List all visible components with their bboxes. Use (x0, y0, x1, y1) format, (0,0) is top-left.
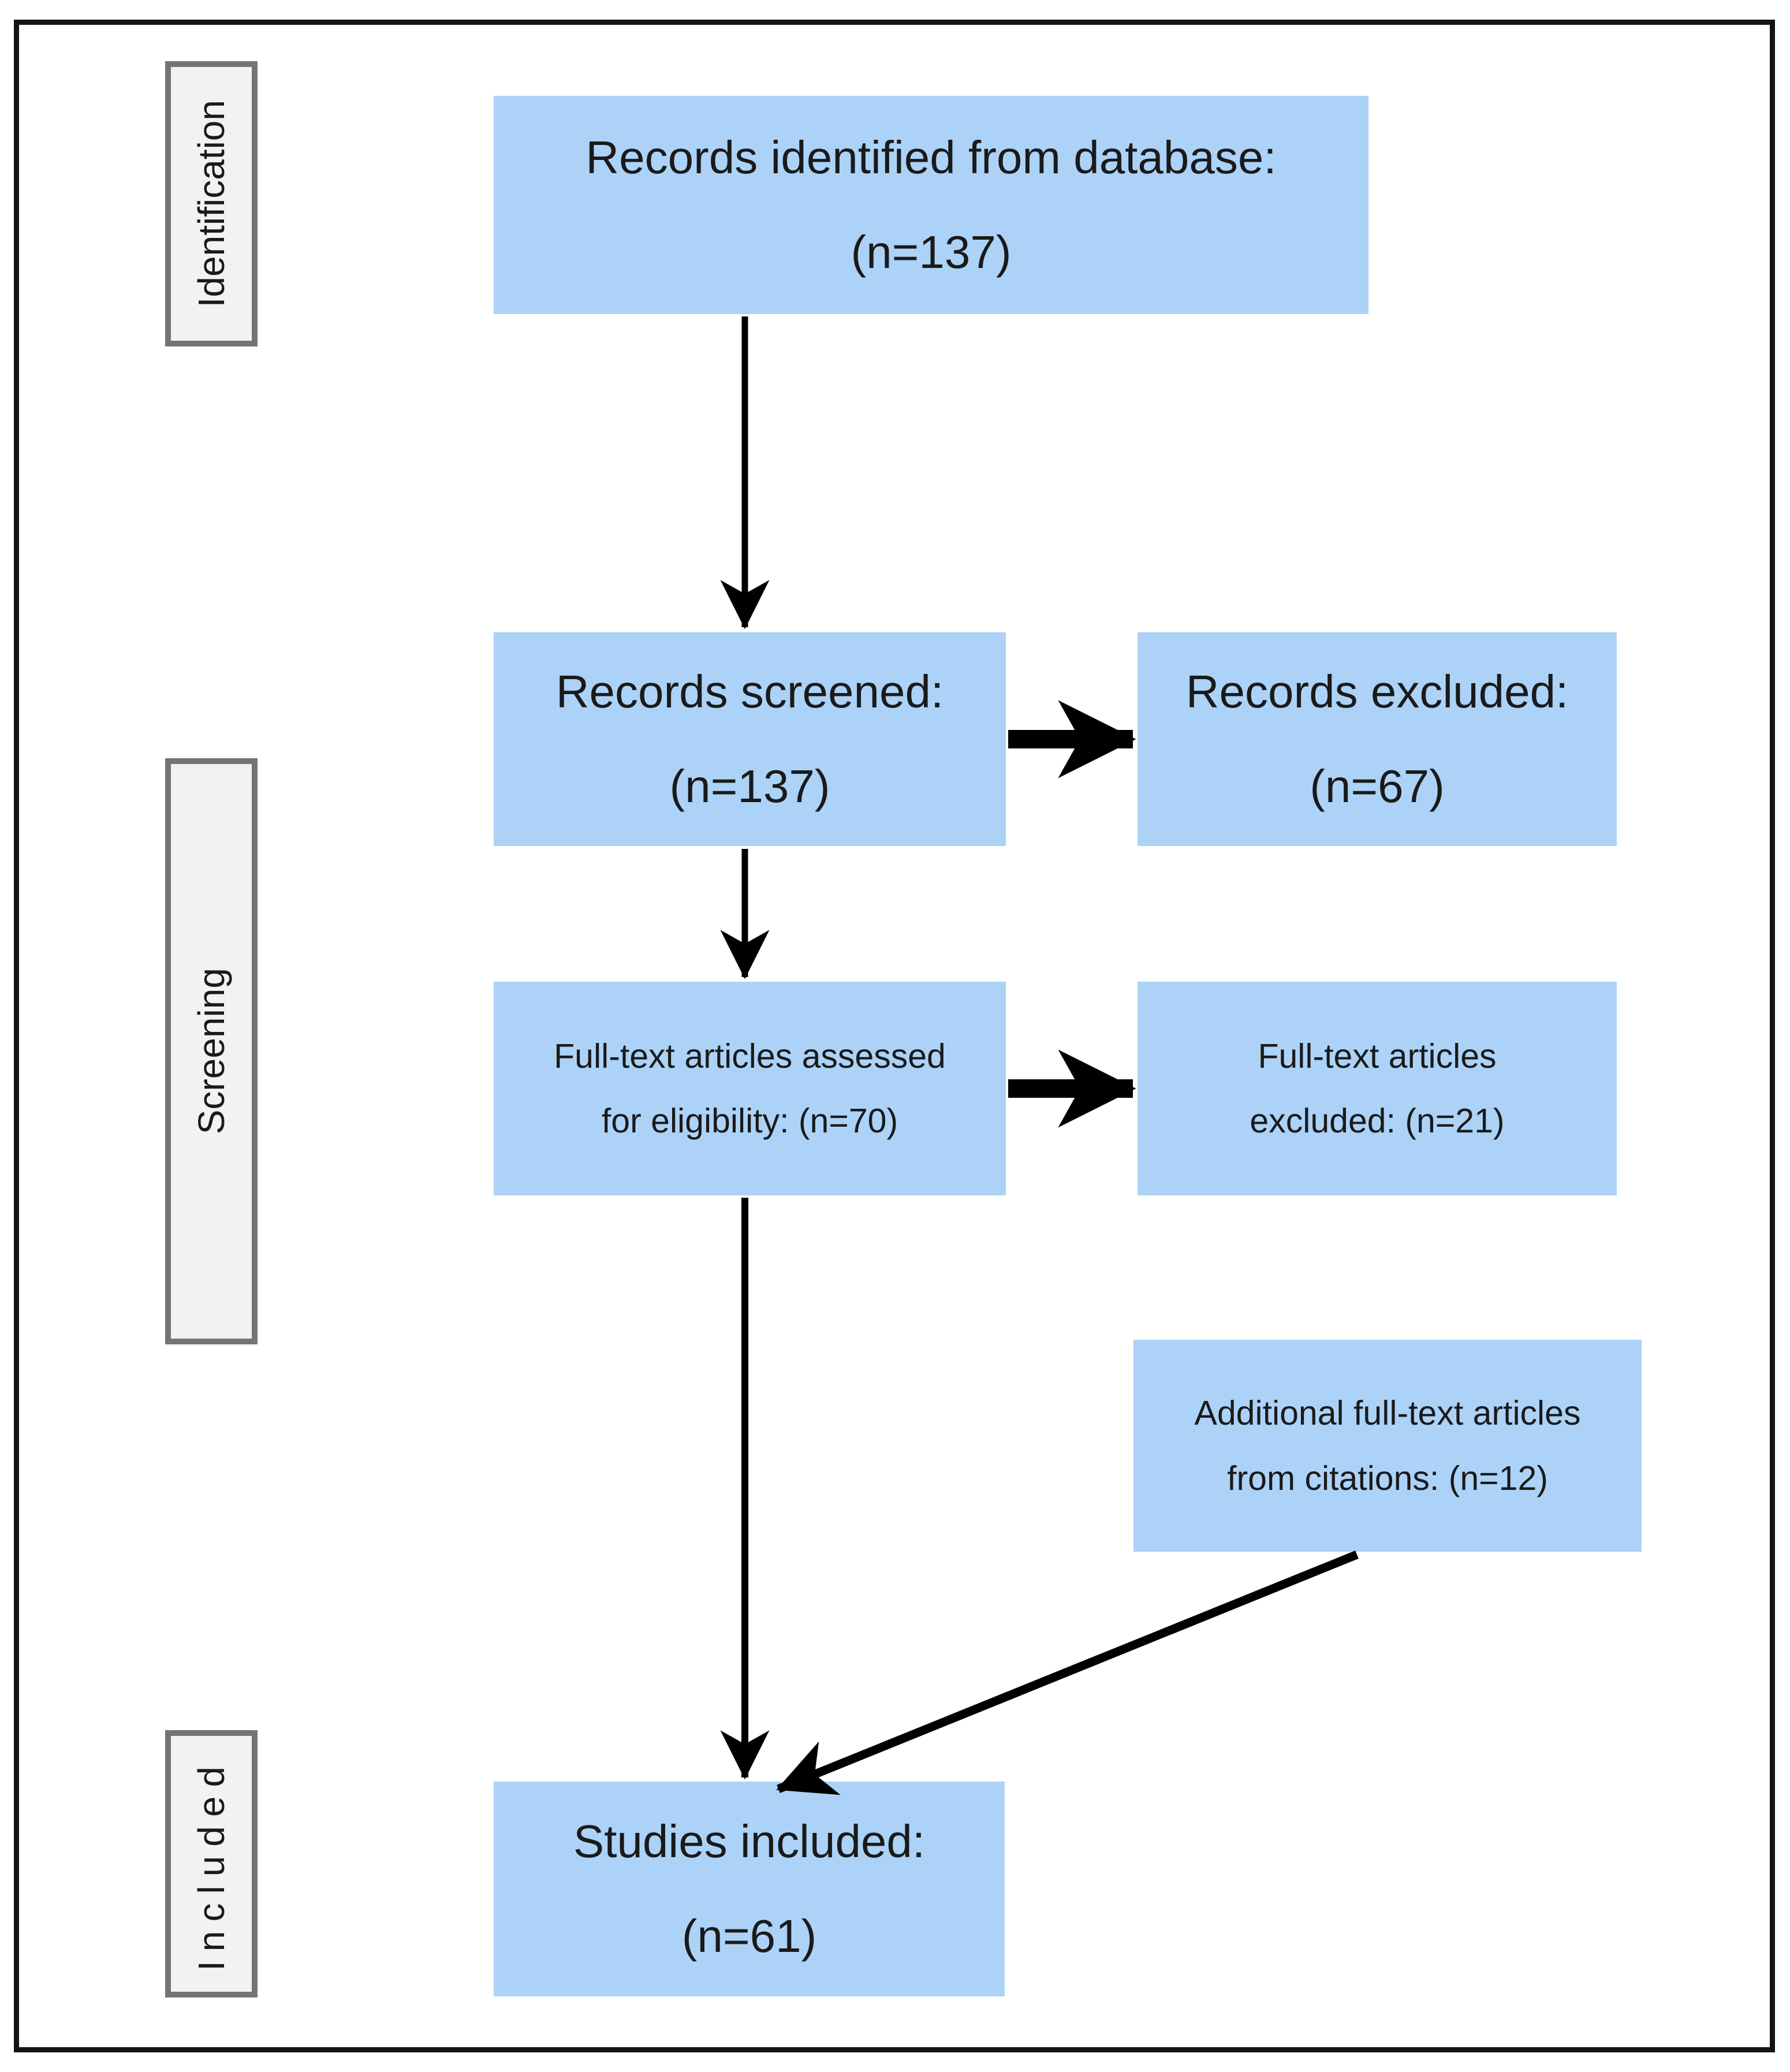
box-records-screened-line1: Records screened: (555, 666, 944, 717)
stage-label-included: Included (165, 1730, 258, 1998)
stage-label-included-text: Included (191, 1757, 232, 1971)
stage-label-identification-text: Identification (191, 100, 232, 308)
box-records-excluded-count: (n=67) (1310, 761, 1445, 812)
box-fulltext-excluded-line1: Full-text articles (1258, 1037, 1497, 1075)
box-records-screened-count: (n=137) (669, 761, 830, 812)
box-studies-included-line1: Studies included: (573, 1816, 926, 1867)
box-additional-citations: Additional full-text articles from citat… (1133, 1340, 1642, 1552)
stage-label-screening: Screening (165, 758, 258, 1344)
box-fulltext-assessed-line2: for eligibility: (n=70) (601, 1102, 898, 1140)
box-records-excluded: Records excluded: (n=67) (1138, 632, 1617, 846)
box-records-excluded-line1: Records excluded: (1185, 666, 1569, 717)
figure-border (14, 20, 1775, 2052)
stage-label-identification: Identification (165, 61, 258, 346)
box-fulltext-excluded: Full-text articles excluded: (n=21) (1138, 982, 1617, 1195)
box-additional-citations-line1: Additional full-text articles (1194, 1394, 1581, 1433)
stage-label-screening-text: Screening (191, 968, 232, 1135)
box-records-identified-line1: Records identified from database: (586, 132, 1277, 183)
box-fulltext-excluded-line2: excluded: (n=21) (1250, 1102, 1505, 1140)
box-studies-included: Studies included: (n=61) (494, 1782, 1005, 1996)
box-fulltext-assessed-line1: Full-text articles assessed (554, 1037, 946, 1075)
box-fulltext-assessed: Full-text articles assessed for eligibil… (494, 982, 1006, 1195)
box-records-screened: Records screened: (n=137) (494, 632, 1006, 846)
box-additional-citations-line2: from citations: (n=12) (1227, 1459, 1548, 1497)
box-records-identified: Records identified from database: (n=137… (494, 96, 1368, 314)
box-studies-included-count: (n=61) (681, 1910, 817, 1962)
box-records-identified-count: (n=137) (851, 226, 1012, 278)
